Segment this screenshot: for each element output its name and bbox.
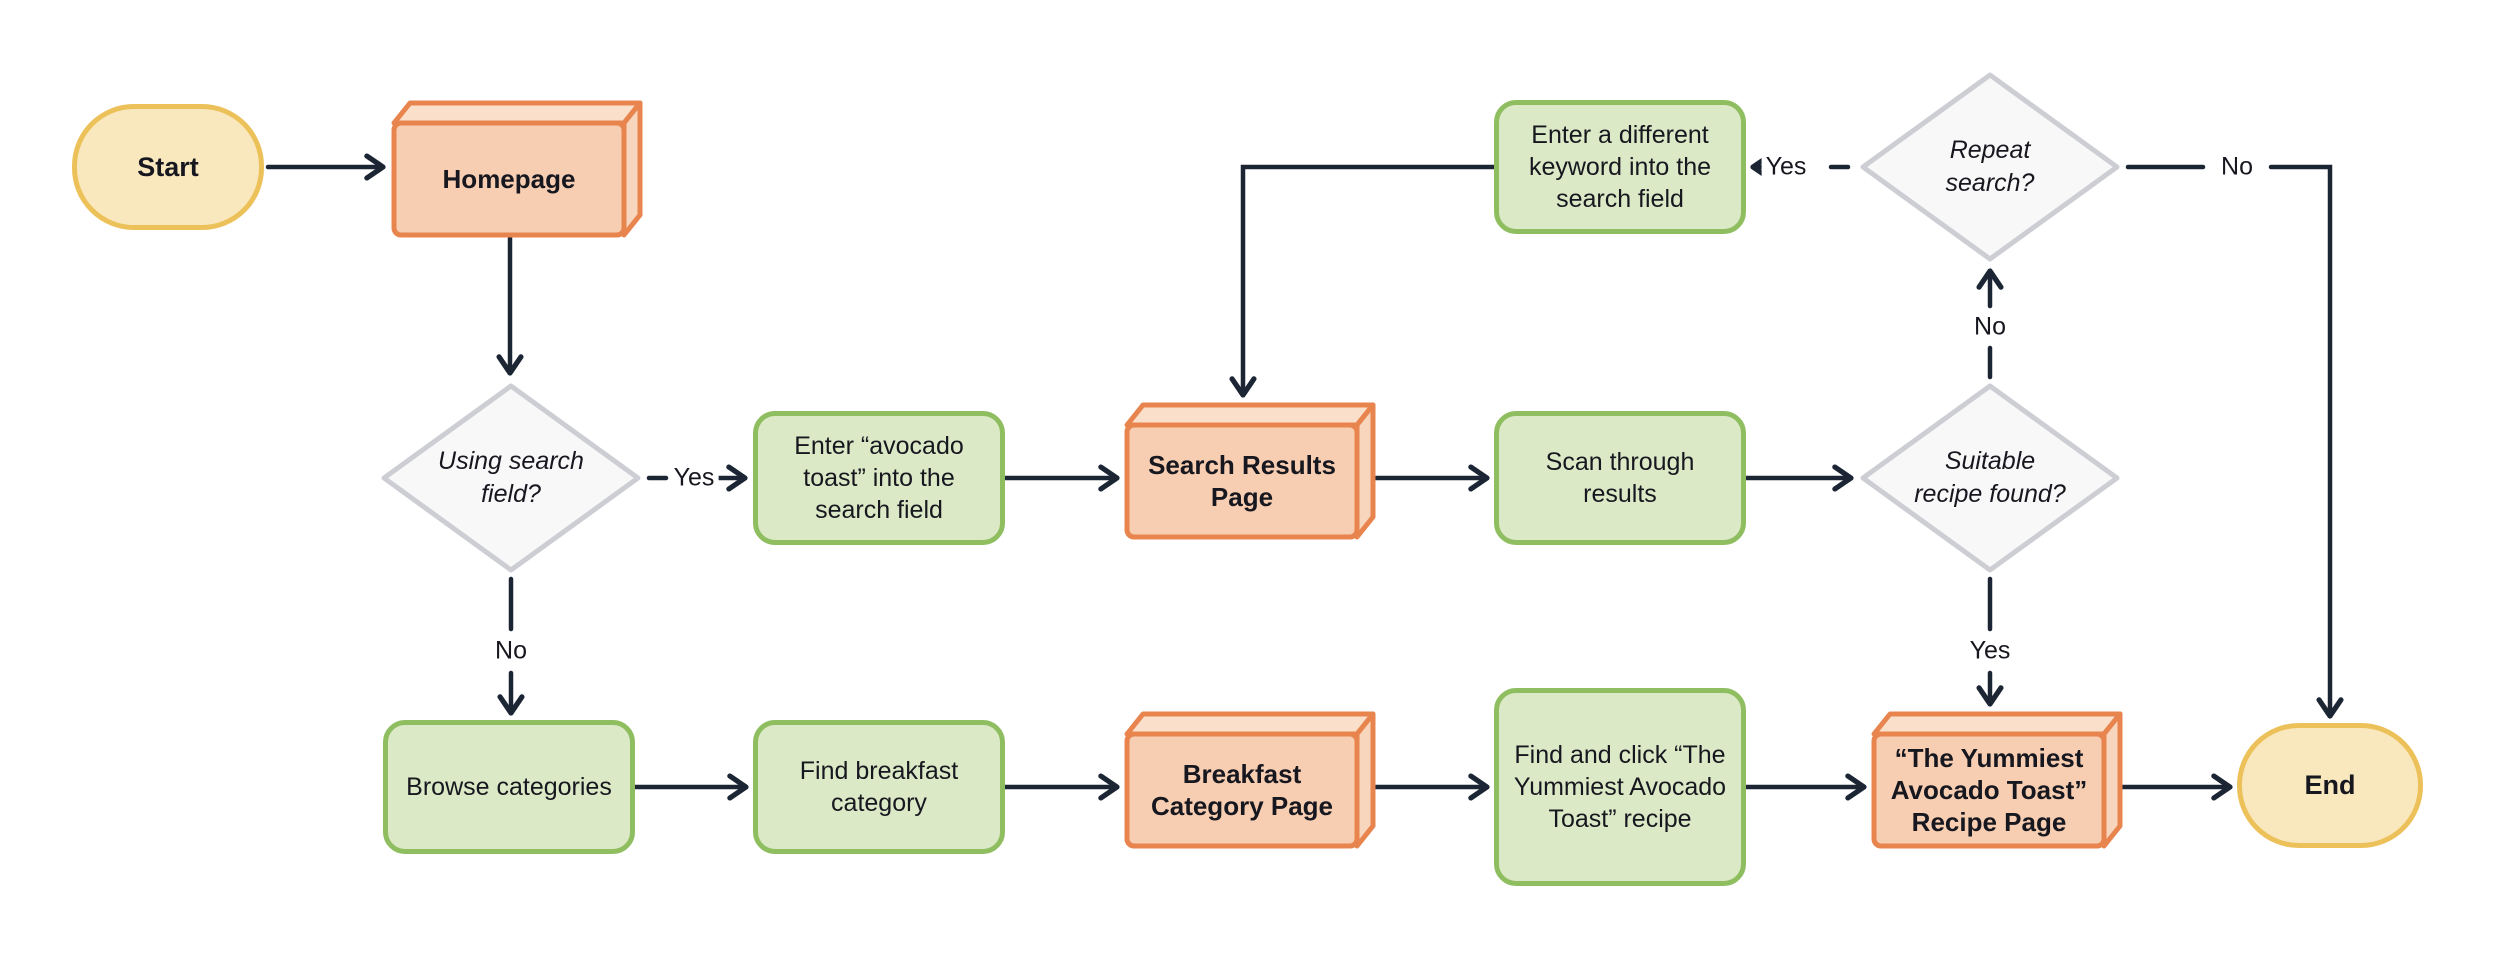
node-recipe-page-label: “The Yummiest Avocado Toast” Recipe Page: [1890, 743, 2088, 837]
node-enter-different-label: Enter a different keyword into the searc…: [1528, 121, 1712, 213]
node-using-search-label: Using search field?: [438, 447, 584, 508]
node-start-label: Start: [137, 151, 199, 182]
node-repeat-search: Repeat search?: [1858, 70, 2122, 264]
node-enter-different-keyword: Enter a different keyword into the searc…: [1494, 100, 1746, 234]
page-shape: [391, 100, 643, 238]
node-end-label: End: [2304, 770, 2356, 800]
node-end: End: [2237, 723, 2423, 848]
node-search-results-page: Search Results Page: [1124, 402, 1376, 540]
node-suitable-recipe-found: Suitable recipe found?: [1858, 381, 2122, 575]
node-find-breakfast-category: Find breakfast category: [753, 720, 1005, 854]
node-using-search-field: Using search field?: [379, 381, 643, 575]
node-scan-results-label: Scan through results: [1545, 448, 1695, 508]
edge-label-suitable-no: No: [1970, 312, 2010, 342]
node-search-results-label: Search Results Page: [1148, 450, 1336, 512]
node-breakfast-page-label: Breakfast Category Page: [1150, 759, 1334, 821]
node-recipe-page: “The Yummiest Avocado Toast” Recipe Page: [1871, 711, 2123, 849]
page-shape: [1871, 711, 2123, 849]
node-breakfast-category-page: Breakfast Category Page: [1124, 711, 1376, 849]
edge-label-repeat-yes: Yes: [1761, 152, 1811, 182]
edge-label-search-yes: Yes: [669, 463, 719, 493]
edge-keyword-results: [1229, 164, 1497, 398]
node-find-and-click-recipe: Find and click “The Yummiest Avocado Toa…: [1494, 688, 1746, 886]
page-shape: [1124, 402, 1376, 540]
node-start: Start: [72, 104, 264, 230]
diamond-shape: [1860, 383, 2120, 573]
page-shape: [1124, 711, 1376, 849]
node-enter-avocado-toast: Enter “avocado toast” into the search fi…: [753, 411, 1005, 545]
node-find-breakfast-label: Find breakfast category: [799, 757, 959, 817]
node-enter-avocado-label: Enter “avocado toast” into the search fi…: [794, 432, 964, 524]
diamond-shape: [1860, 72, 2120, 262]
diamond-shape: [381, 383, 641, 573]
edge-repeat-no-to-end: [2268, 164, 2344, 719]
edge-label-search-no: No: [491, 636, 531, 666]
node-browse-categories-label: Browse categories: [406, 773, 612, 801]
node-scan-through-results: Scan through results: [1494, 411, 1746, 545]
node-find-click-label: Find and click “The Yummiest Avocado Toa…: [1513, 741, 1727, 833]
node-suitable-recipe-label: Suitable recipe found?: [1914, 447, 2066, 508]
node-homepage-label: Homepage: [442, 164, 576, 194]
edge-label-repeat-no: No: [2217, 152, 2257, 182]
node-browse-categories: Browse categories: [383, 720, 635, 854]
edge-label-suitable-yes: Yes: [1965, 636, 2015, 666]
node-repeat-search-label: Repeat search?: [1945, 136, 2035, 197]
node-homepage: Homepage: [391, 100, 643, 238]
